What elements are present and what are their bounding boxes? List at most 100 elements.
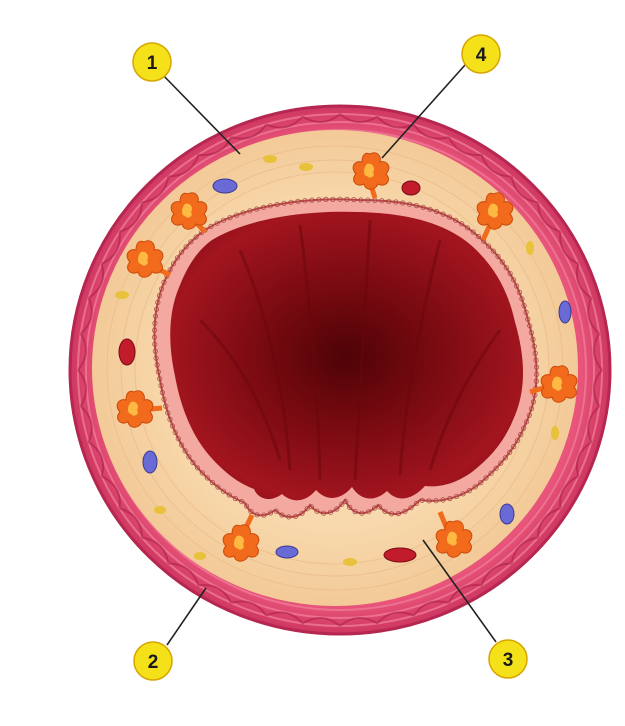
epithelial-cell [156,292,163,299]
epithelial-cell [521,302,527,309]
epithelial-cell [183,244,189,250]
blue-cell [558,300,572,324]
epithelial-cell [483,475,489,481]
epithelial-cell [352,508,358,515]
wall-scallop [198,584,233,604]
epithelial-cell [169,423,176,429]
epithelial-cell [525,316,531,322]
wall-scallop [559,475,579,509]
epithelial-cell [339,501,345,507]
leader-line-1 [159,71,241,155]
epithelial-cell [395,510,401,517]
epithelial-cell [427,206,433,212]
yellow-cell [263,155,277,163]
epithelial-cell [188,239,194,245]
epithelial-cell [161,279,167,285]
callout-1: 1 [132,42,172,82]
epithelial-cell [243,503,250,509]
epithelial-cell [533,364,540,370]
callout-3-number: 3 [503,650,514,671]
leader-line-2 [166,587,207,646]
wall-scallop [265,611,304,625]
epithelial-cell [440,497,446,503]
epithelial-cell [199,470,205,476]
epithelial-cell [273,508,279,514]
epithelial-cell [179,249,185,255]
wall-scallop [447,584,482,604]
epithelial-cell [511,443,517,450]
epithelial-cell [402,508,408,514]
epithelial-cell [215,484,221,490]
blue-cell [142,450,158,474]
epithelial-cell [167,267,173,273]
epithelial-cell [279,512,285,518]
epithelial-cell [507,270,513,277]
epithelial-cell [209,479,216,486]
yellow-cell [343,558,357,566]
epithelial-cell [466,487,472,494]
red-cell [401,180,421,196]
epithelial-cell [347,504,353,510]
epithelial-cell [239,498,245,505]
epithelial-cell [528,406,535,412]
epithelial-cell [254,206,260,212]
epithelial-cell [214,220,220,226]
epithelial-cell [503,265,509,271]
epithelial-cell [227,215,233,221]
epithelial-cell [178,442,185,448]
wall-scallop [88,263,105,299]
epithelial-cell [248,508,254,514]
epithelial-cell [161,396,167,402]
wall-scallop [575,263,592,299]
wall-scallop [168,562,200,586]
epithelial-cell [175,436,181,442]
epithelial-cell [299,510,305,516]
epithelial-cell [365,197,371,203]
epithelial-cell [190,459,196,466]
callout-1-number: 1 [147,53,158,74]
wall-scallop [412,600,450,617]
blue-cell [275,545,299,559]
epithelial-cell [413,203,420,209]
wall-scallop [198,136,233,156]
epithelial-cell [379,198,385,204]
epithelial-cell [193,234,199,240]
epithelial-cell [171,261,177,267]
epithelial-cell [470,229,476,235]
epithelial-cell [330,196,336,202]
epithelial-cell [351,197,357,203]
epithelial-cell [413,500,420,506]
epithelial-cell [359,510,365,516]
epithelial-cell [337,196,343,202]
epithelial-cell [267,510,274,516]
red-cell [118,338,136,366]
epithelial-cell [371,505,378,511]
epithelial-cell [530,399,537,405]
epithelial-cell [327,509,334,515]
epithelial-cell [343,498,349,505]
epithelial-cell [532,350,538,356]
epithelial-cell [288,199,294,205]
epithelial-cell [426,498,432,504]
wall-scallop [119,202,143,233]
epithelial-cell [159,286,165,292]
wall-scallop [339,113,378,123]
wall-scallop [77,333,87,371]
epithelial-cell [400,200,406,206]
wall-scallop [88,441,105,477]
epithelial-cell [221,217,227,223]
epithelial-cell [513,283,520,289]
lumen [170,211,524,501]
epithelial-cell [194,465,201,471]
epithelial-cell [460,491,466,497]
epithelial-cell [304,506,310,512]
epithelial-cell [488,470,494,476]
yellow-cell [115,291,129,299]
epithelial-cell [459,221,465,227]
epithelial-cell [526,412,532,418]
epithelial-cell [386,198,392,204]
wall-scallop [265,115,304,129]
wall-scallop [77,369,87,407]
epithelial-cell [293,513,299,519]
